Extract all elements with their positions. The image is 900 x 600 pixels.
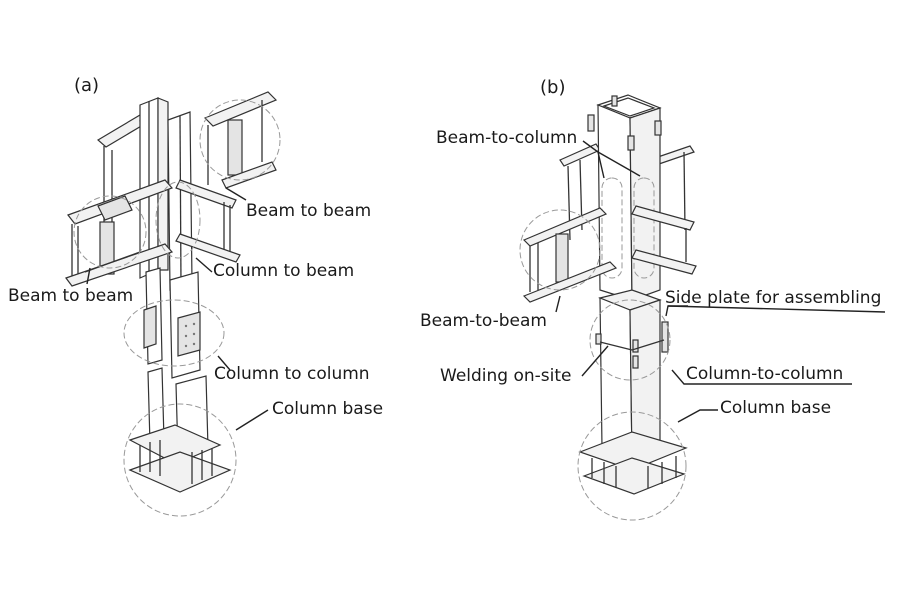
column-to-beam-highlight [155, 181, 201, 259]
panel-b-column-base [577, 411, 688, 521]
annotation-beam-to-beam-upper: Beam to beam [246, 201, 372, 221]
annotation-column-to-column: Column to column [214, 364, 370, 384]
side-plate [661, 321, 669, 353]
annotation-beam-to-column: Beam-to-column [436, 128, 578, 148]
beam-to-beam-highlight-b [519, 209, 601, 291]
panel-b-column-lower [589, 289, 671, 461]
panel-a-beam-front-left [65, 179, 174, 287]
panel-b-drawing [519, 94, 886, 521]
annotation-side-plate: Side plate for assembling [665, 288, 882, 308]
annotation-welding-on-site: Welding on-site [440, 366, 572, 386]
column-base-highlight-a [123, 403, 237, 517]
beam-to-beam-upper-highlight [199, 99, 281, 181]
panel-a-beam-front-right [155, 179, 241, 263]
column-to-column-highlight-b [589, 299, 671, 381]
weld-seam [599, 341, 633, 351]
annotation-beam-to-beam-b: Beam-to-beam [420, 311, 547, 331]
panel-a-beam-back-right [199, 91, 281, 189]
annotation-column-to-beam: Column to beam [213, 261, 355, 281]
panel-b-beam-front-left [519, 207, 618, 303]
annotation-column-base-a: Column base [272, 399, 384, 419]
panel-b-label: (b) [540, 77, 566, 98]
panel-a-drawing [65, 91, 281, 517]
annotation-column-to-column-b: Column-to-column [686, 364, 844, 384]
column-base-highlight-b [577, 411, 687, 521]
beam-to-column-highlight-left [601, 177, 623, 279]
panel-a-column-middle [123, 267, 225, 379]
beam-to-column-highlight-right [633, 177, 655, 279]
panel-b-beam-front-right [631, 205, 697, 275]
annotation-beam-to-beam-lower: Beam to beam [8, 286, 134, 306]
panel-a-column-base [123, 403, 237, 517]
panel-a-label: (a) [74, 75, 100, 96]
beam-to-beam-lower-highlight [73, 195, 147, 269]
annotation-column-base-b: Column base [720, 398, 832, 418]
column-to-column-highlight [123, 299, 225, 367]
